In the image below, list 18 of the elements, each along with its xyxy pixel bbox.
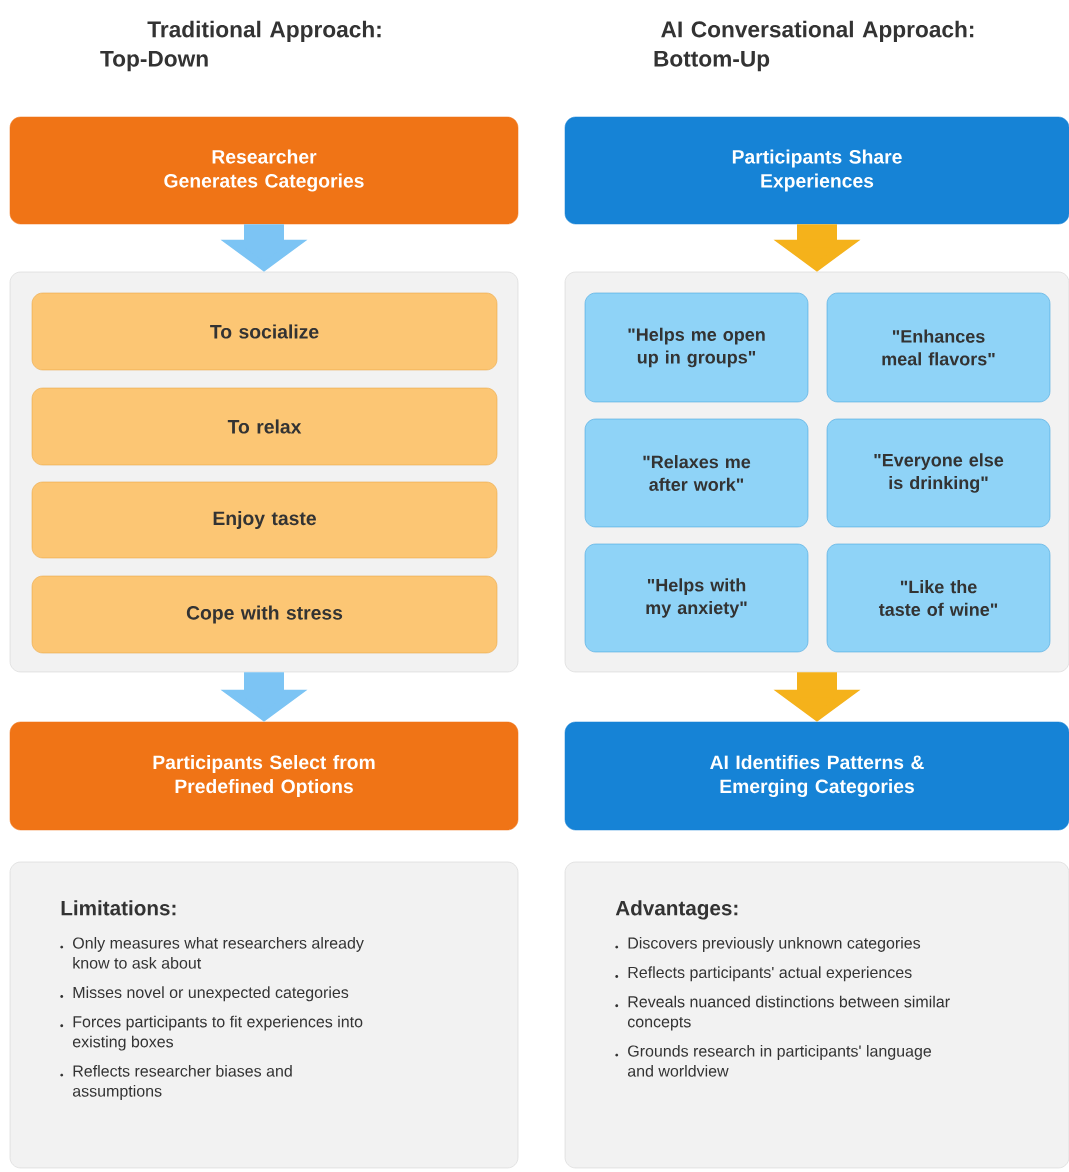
quote-box: "Helps with my anxiety" [584,543,809,653]
column-heading: AI Conversational Approach: Bottom-Up [654,20,974,72]
quote-box: "Enhances meal flavors" [826,292,1051,403]
quote-box: "Like the taste of wine" [826,543,1051,653]
header-box: AI Identifies Patterns & Emerging Categories [564,721,1069,831]
header-box: Participants Select from Predefined Options [9,721,519,831]
header-box: Researcher Generates Categories [9,116,519,225]
quote-box: "Relaxes me after work" [584,418,809,528]
category-box: To socialize [31,292,498,371]
column-heading: Traditional Approach: Top-Down [100,20,381,72]
category-box: Cope with stress [31,575,498,654]
category-box: To relax [31,387,498,466]
notes-panel: Advantages: Discovers previously unknown categories Reflects participants' actual experiences Reveals nuanced distinctions between similar concepts Grounds research in participants' language and worldview [564,861,1069,1169]
quote-box: "Everyone else is drinking" [826,418,1051,528]
category-box: Enjoy taste [31,481,498,559]
quote-box: "Helps me open up in groups" [584,292,809,403]
header-box: Participants Share Experiences [564,116,1069,225]
notes-panel: Limitations: Only measures what researchers already know to ask about Misses novel or unexpected categories Forces participants to fit experiences into existing boxes Reflects researcher biases and assumptions [9,861,519,1169]
